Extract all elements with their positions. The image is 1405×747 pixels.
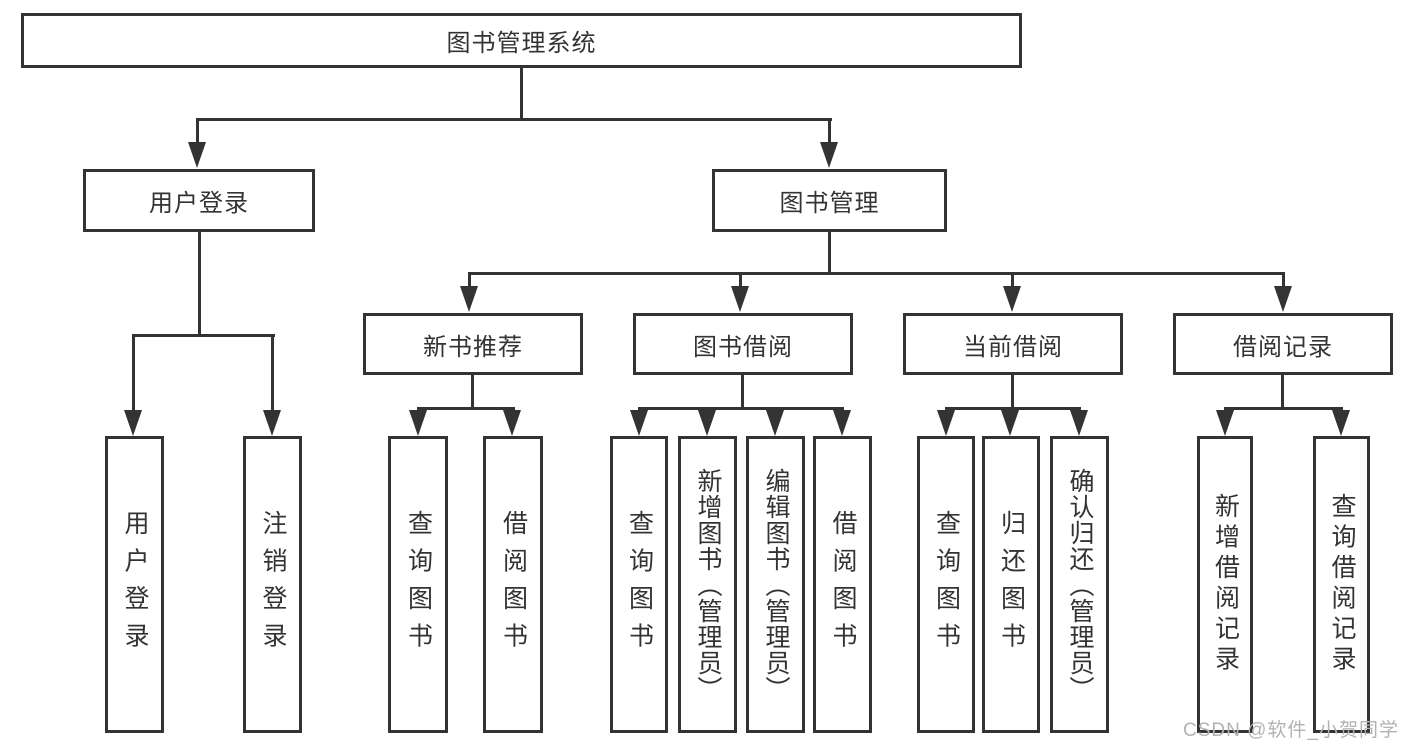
connector-line xyxy=(417,407,515,410)
arrow-down-icon xyxy=(766,410,784,436)
arrow-down-icon xyxy=(1001,410,1019,436)
leaf-query-books-borrowing: 查询图书 xyxy=(610,436,668,733)
connector-line xyxy=(520,68,523,120)
connector-line xyxy=(739,272,742,290)
arrow-down-icon xyxy=(503,410,521,436)
leaf-edit-books-admin: 编辑图书（管理员） xyxy=(746,436,805,733)
connector-line xyxy=(196,118,199,148)
connector-line xyxy=(1011,375,1014,410)
node-library-management-system: 图书管理系统 xyxy=(21,13,1022,68)
node-book-management: 图书管理 xyxy=(712,169,947,232)
arrow-down-icon xyxy=(731,286,749,312)
arrow-down-icon xyxy=(1070,410,1088,436)
connector-line xyxy=(271,334,274,416)
node-user-login: 用户登录 xyxy=(83,169,315,232)
leaf-query-books-recommend: 查询图书 xyxy=(388,436,448,733)
arrow-down-icon xyxy=(1332,410,1350,436)
node-borrowing-records: 借阅记录 xyxy=(1173,313,1393,375)
connector-line xyxy=(468,272,1285,275)
connector-line xyxy=(132,334,275,337)
arrow-down-icon xyxy=(698,410,716,436)
arrow-down-icon xyxy=(188,142,206,168)
leaf-query-books-current: 查询图书 xyxy=(917,436,975,733)
arrow-down-icon xyxy=(833,410,851,436)
arrow-down-icon xyxy=(820,142,838,168)
node-book-borrowing: 图书借阅 xyxy=(633,313,853,375)
csdn-watermark: CSDN @软件_小贺同学 xyxy=(1183,720,1399,741)
node-current-borrowing: 当前借阅 xyxy=(903,313,1123,375)
arrow-down-icon xyxy=(937,410,955,436)
connector-line xyxy=(198,232,201,337)
connector-line xyxy=(828,232,831,275)
leaf-borrow-books-recommend: 借阅图书 xyxy=(483,436,543,733)
leaf-return-books: 归还图书 xyxy=(982,436,1040,733)
connector-line xyxy=(945,407,1081,410)
leaf-confirm-return-admin: 确认归还（管理员） xyxy=(1050,436,1109,733)
connector-line xyxy=(468,272,471,290)
node-new-book-recommend: 新书推荐 xyxy=(363,313,583,375)
arrow-down-icon xyxy=(460,286,478,312)
connector-line xyxy=(741,375,744,410)
leaf-query-borrow-record: 查询借阅记录 xyxy=(1313,436,1370,733)
connector-line xyxy=(1282,272,1285,290)
arrow-down-icon xyxy=(124,410,142,436)
leaf-user-login: 用户登录 xyxy=(105,436,164,733)
connector-line xyxy=(1224,407,1343,410)
leaf-add-borrow-record: 新增借阅记录 xyxy=(1197,436,1253,733)
connector-line xyxy=(471,375,474,410)
arrow-down-icon xyxy=(630,410,648,436)
leaf-logout: 注销登录 xyxy=(243,436,302,733)
leaf-borrow-books: 借阅图书 xyxy=(813,436,872,733)
connector-line xyxy=(132,334,135,416)
connector-line xyxy=(1281,375,1284,410)
connector-line xyxy=(828,118,831,148)
leaf-add-books-admin: 新增图书（管理员） xyxy=(678,436,737,733)
arrow-down-icon xyxy=(409,410,427,436)
connector-line xyxy=(1011,272,1014,290)
connector-line xyxy=(196,118,832,121)
arrow-down-icon xyxy=(1274,286,1292,312)
arrow-down-icon xyxy=(1003,286,1021,312)
connector-line xyxy=(638,407,844,410)
arrow-down-icon xyxy=(1216,410,1234,436)
arrow-down-icon xyxy=(263,410,281,436)
